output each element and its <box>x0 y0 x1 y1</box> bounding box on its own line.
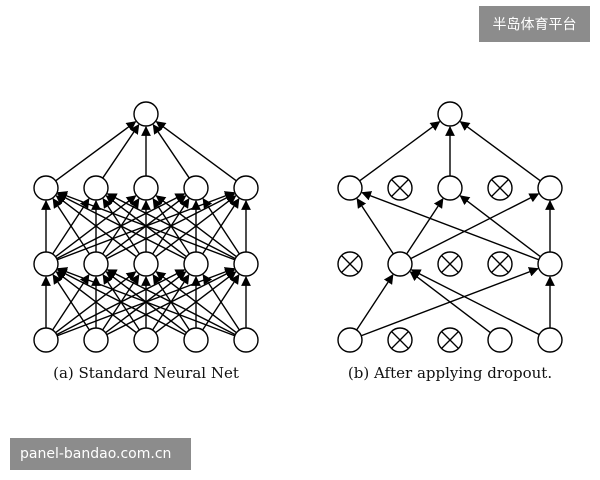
neuron-node <box>33 327 59 353</box>
connection-arrow <box>55 195 137 258</box>
connection-arrow <box>57 267 236 337</box>
neuron-node <box>133 251 159 277</box>
dropout-cross-mark <box>341 255 359 273</box>
watermark-top-right: 半岛体育平台 <box>479 6 590 42</box>
neuron-node <box>83 327 109 353</box>
neuron-node <box>437 175 463 201</box>
connection-arrow <box>106 269 236 336</box>
neuron-node <box>133 101 159 127</box>
dropout-neural-net <box>337 101 563 353</box>
connection-arrow <box>410 193 540 260</box>
connection-arrow <box>361 191 540 261</box>
connection-arrow <box>409 271 491 334</box>
connection-arrow <box>55 271 137 334</box>
neuron-node <box>233 251 259 277</box>
connection-arrow <box>55 121 137 182</box>
neuron-node <box>133 327 159 353</box>
dropout-cross-mark <box>441 255 459 273</box>
neuron-node <box>33 251 59 277</box>
neuron-node <box>233 327 259 353</box>
neuron-node <box>437 101 463 127</box>
neuron-node <box>537 175 563 201</box>
dropout-cross-mark <box>491 179 509 197</box>
dropout-cross-mark <box>391 179 409 197</box>
caption-dropout-net: (b) After applying dropout. <box>347 364 553 382</box>
neuron-node <box>337 175 363 201</box>
connection-arrow <box>359 121 441 182</box>
neuron-node <box>537 251 563 277</box>
dropout-cross-mark <box>441 331 459 349</box>
connection-arrow <box>155 195 237 258</box>
neuron-node <box>537 327 563 353</box>
neuron-node <box>387 251 413 277</box>
neuron-node <box>183 327 209 353</box>
connection-arrow <box>57 191 236 261</box>
neuron-node <box>133 175 159 201</box>
connection-arrow <box>56 193 186 260</box>
connection-arrow <box>106 193 236 260</box>
connection-arrow <box>410 269 540 336</box>
connection-arrow <box>459 121 541 182</box>
connection-arrow <box>202 198 240 255</box>
neuron-node <box>183 251 209 277</box>
connection-arrow <box>52 198 90 255</box>
connection-arrow <box>356 274 394 331</box>
connection-arrow <box>155 121 237 182</box>
connection-arrow <box>102 123 140 179</box>
connection-arrow <box>202 274 240 331</box>
watermark-bottom-left: panel-bandao.com.cn <box>10 438 191 470</box>
connection-arrow <box>406 198 444 255</box>
standard-neural-net <box>33 101 259 353</box>
neuron-node <box>183 175 209 201</box>
neuron-node <box>83 251 109 277</box>
connection-arrow <box>155 271 237 334</box>
neuron-node <box>33 175 59 201</box>
neuron-node <box>83 175 109 201</box>
connection-arrow <box>356 198 394 255</box>
neuron-node <box>337 327 363 353</box>
connection-arrow <box>459 195 541 258</box>
connection-arrow <box>56 269 186 336</box>
dropout-cross-mark <box>491 255 509 273</box>
dropout-cross-mark <box>391 331 409 349</box>
caption-standard-net: (a) Standard Neural Net <box>53 364 239 382</box>
connection-arrow <box>152 123 190 179</box>
connection-arrow <box>52 274 90 331</box>
neuron-node <box>233 175 259 201</box>
neuron-node <box>487 327 513 353</box>
